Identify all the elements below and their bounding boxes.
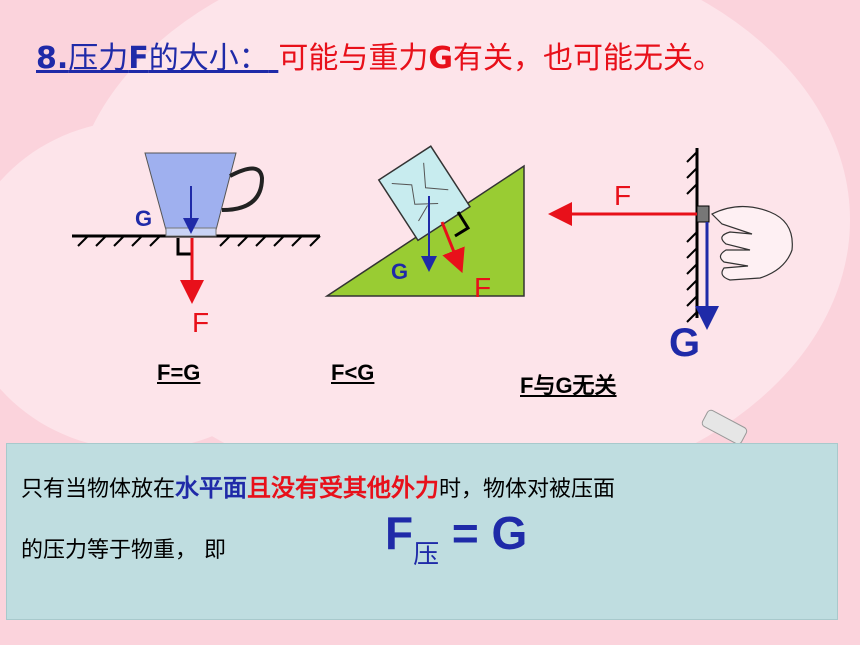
conclusion-red: 且没有受其他外力 (247, 474, 440, 502)
wall-figure: F G (548, 148, 793, 365)
incline-figure: G F (324, 145, 525, 303)
small-block (696, 205, 710, 223)
wall-label-F: F (614, 180, 631, 211)
right-angle-mark (454, 211, 471, 238)
formula-subscript: 压 (413, 540, 440, 570)
incline-label-G: G (391, 259, 408, 284)
conclusion-line1: 只有当物体放在水平面且没有受其他外力时，物体对被压面 (21, 468, 615, 503)
formula-F: F (385, 507, 414, 559)
conclusion-line2: 的压力等于物重， 即 (21, 538, 226, 563)
cup-figure: G F (72, 152, 321, 338)
incline-label-F: F (474, 272, 491, 303)
pressure-arrow (440, 221, 465, 274)
formula-rest: = G (439, 507, 528, 559)
title-number: 8. (36, 41, 69, 76)
conclusion-post: 时，物体对被压面 (439, 477, 616, 502)
wall-label-G: G (669, 321, 700, 365)
formula: F压 = G (385, 506, 528, 570)
title-heading-F: F (128, 41, 149, 76)
caption-cup: F=G (157, 360, 201, 385)
title-text-post: 有关，也可能无关。 (452, 41, 723, 76)
caption-incline: F<G (331, 360, 375, 385)
decor-tape (701, 409, 748, 445)
hand-sketch (710, 205, 793, 281)
page-title: 8.压力F的大小： 可能与重力G有关，也可能无关。 (36, 40, 851, 78)
table-hatching (77, 235, 321, 247)
conclusion-pre: 只有当物体放在 (21, 477, 176, 502)
title-text-G: G (428, 41, 453, 76)
cup-label-F: F (192, 307, 209, 338)
cup-label-G: G (135, 206, 152, 231)
title-heading-pre: 压力 (68, 41, 129, 76)
conclusion-box: 只有当物体放在水平面且没有受其他外力时，物体对被压面 的压力等于物重， 即 F压… (6, 443, 838, 620)
title-text-pre: 可能与重力 (278, 41, 429, 76)
title-heading-post: 的大小： (148, 41, 269, 76)
cup-base (165, 227, 217, 237)
conclusion-blue: 水平面 (175, 474, 248, 502)
caption-wall: F与G无关 (520, 373, 617, 398)
right-angle-mark (176, 238, 192, 256)
cup-handle (221, 166, 265, 212)
